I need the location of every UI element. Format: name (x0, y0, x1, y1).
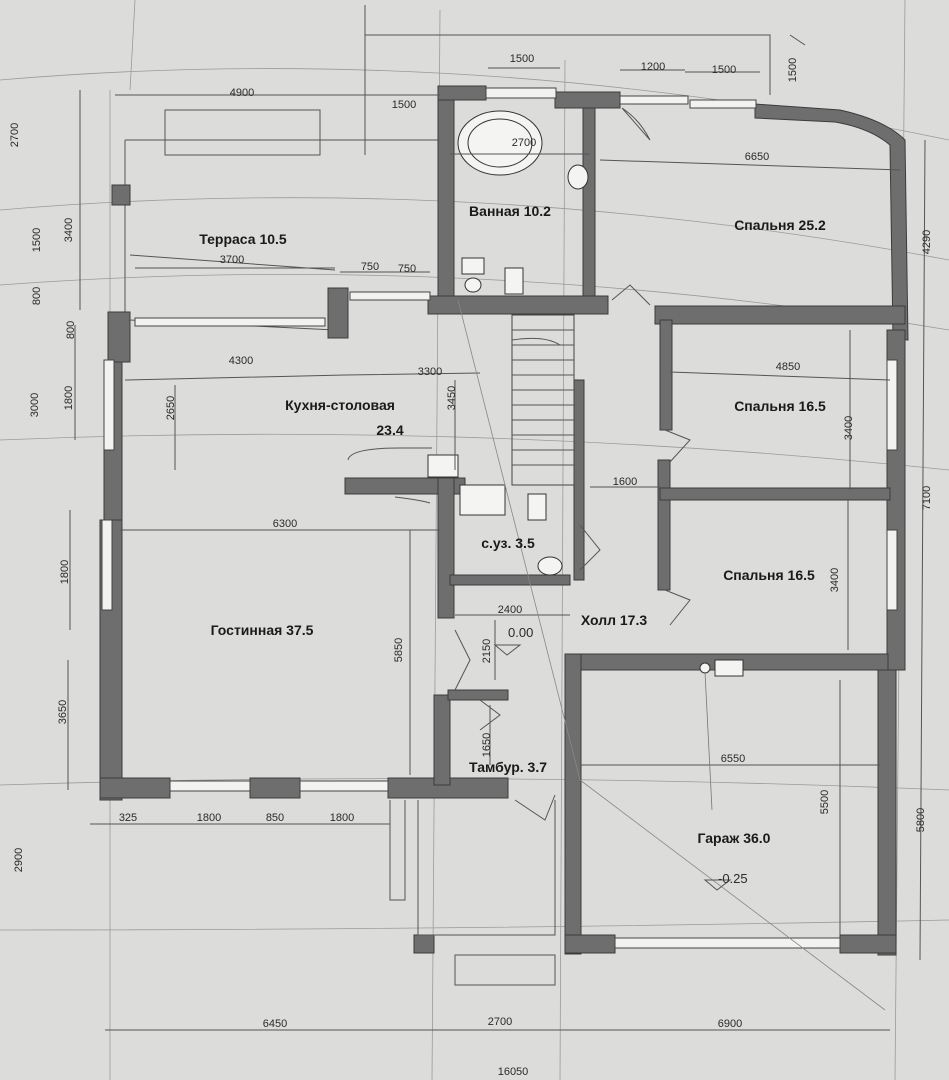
stairs (511, 314, 575, 486)
dim-text: 2900 (13, 848, 25, 872)
dim-text: 1800 (330, 812, 354, 824)
dim-text: 6450 (263, 1018, 287, 1030)
dim-text: 6900 (718, 1018, 742, 1030)
dim-text: 3400 (63, 218, 75, 242)
dim-text: 6650 (745, 151, 769, 163)
dim-text: 3650 (57, 700, 69, 724)
boiler-icon (699, 662, 711, 674)
dim-text: 3700 (220, 254, 244, 266)
dim-text: 850 (266, 812, 284, 824)
windows (101, 87, 898, 949)
room-label-terrace: Терраса 10.5 (199, 231, 287, 247)
dim-text: 1800 (197, 812, 221, 824)
dim-text: 800 (65, 321, 77, 339)
dim-text: 4900 (230, 87, 254, 99)
dim-text: 4300 (229, 355, 253, 367)
room-label-bedroom-2: Спальня 16.5 (734, 398, 826, 414)
dim-text: 1500 (392, 99, 416, 111)
dim-text: 5500 (819, 790, 831, 814)
level-marker-icon (493, 644, 522, 656)
dim-text: 1500 (787, 58, 799, 82)
dim-text: 6550 (721, 753, 745, 765)
level-marker-icon (703, 879, 732, 891)
dim-text: 1500 (712, 64, 736, 76)
room-label-bath: Ванная 10.2 (469, 203, 551, 219)
dim-text: 2650 (165, 396, 177, 420)
room-label-bedroom-1: Спальня 25.2 (734, 217, 826, 233)
level-main: 0.00 (508, 625, 533, 640)
dim-text: 325 (119, 812, 137, 824)
garage-appliance-icon (714, 659, 744, 677)
pencil-mark (457, 299, 886, 1011)
dim-text: 2700 (488, 1016, 512, 1028)
dim-text: 5800 (915, 808, 927, 832)
dim-text: 1500 (31, 228, 43, 252)
room-label-wc: с.уз. 3.5 (481, 535, 535, 551)
dim-text: 2700 (9, 123, 21, 147)
dim-text: 2400 (498, 604, 522, 616)
dimension-labels-horizontal: 1500 1200 1500 4900 1500 2700 6650 3700 … (119, 53, 800, 1078)
dim-text: 1600 (613, 476, 637, 488)
dim-text: 16050 (498, 1066, 529, 1078)
dim-text: 5850 (393, 638, 405, 662)
dim-text: 3000 (29, 393, 41, 417)
dim-text: 750 (398, 263, 416, 275)
dim-text: 1800 (63, 386, 75, 410)
terrace-step (164, 109, 321, 156)
dim-text: 7100 (921, 486, 933, 510)
dim-text: 1200 (641, 61, 665, 73)
wc-sink-icon (537, 556, 563, 576)
wc-toilet-icon (527, 493, 547, 521)
dim-text: 4850 (776, 361, 800, 373)
dimension-lines (67, 34, 926, 1031)
dim-text: 800 (31, 287, 43, 305)
dimension-labels-vertical: 2700 3400 1500 800 800 1800 3000 1800 36… (9, 58, 933, 872)
room-label-vestibule: Тамбур. 3.7 (469, 759, 547, 775)
stair-landing (459, 484, 506, 516)
pencil-mark (704, 671, 713, 811)
level-garage: -0.25 (718, 871, 748, 886)
sink-icon (567, 164, 589, 190)
stove-icon (427, 454, 459, 478)
dim-text: 3450 (446, 386, 458, 410)
room-label-hall: Холл 17.3 (581, 612, 647, 628)
fixtures (427, 110, 744, 677)
room-label-kitchen: Кухня-столовая (285, 397, 395, 413)
room-label-garage: Гараж 36.0 (698, 830, 771, 846)
dim-text: 2150 (481, 639, 493, 663)
dim-text: 2700 (512, 137, 536, 149)
dim-text: 3400 (843, 416, 855, 440)
toilet-icon (461, 257, 485, 275)
dim-text: 1800 (59, 560, 71, 584)
room-label-kitchen-area: 23.4 (376, 422, 403, 438)
dim-text: 4290 (921, 230, 933, 254)
room-label-bedroom-3: Спальня 16.5 (723, 567, 815, 583)
dim-text: 750 (361, 261, 379, 273)
doors (347, 107, 691, 821)
dim-text: 3400 (829, 568, 841, 592)
dim-text: 6300 (273, 518, 297, 530)
dim-text: 1650 (481, 733, 493, 757)
dim-text: 3300 (418, 366, 442, 378)
dim-text: 1500 (510, 53, 534, 65)
room-label-living: Гостинная 37.5 (211, 622, 314, 638)
bidet-icon (504, 267, 524, 295)
